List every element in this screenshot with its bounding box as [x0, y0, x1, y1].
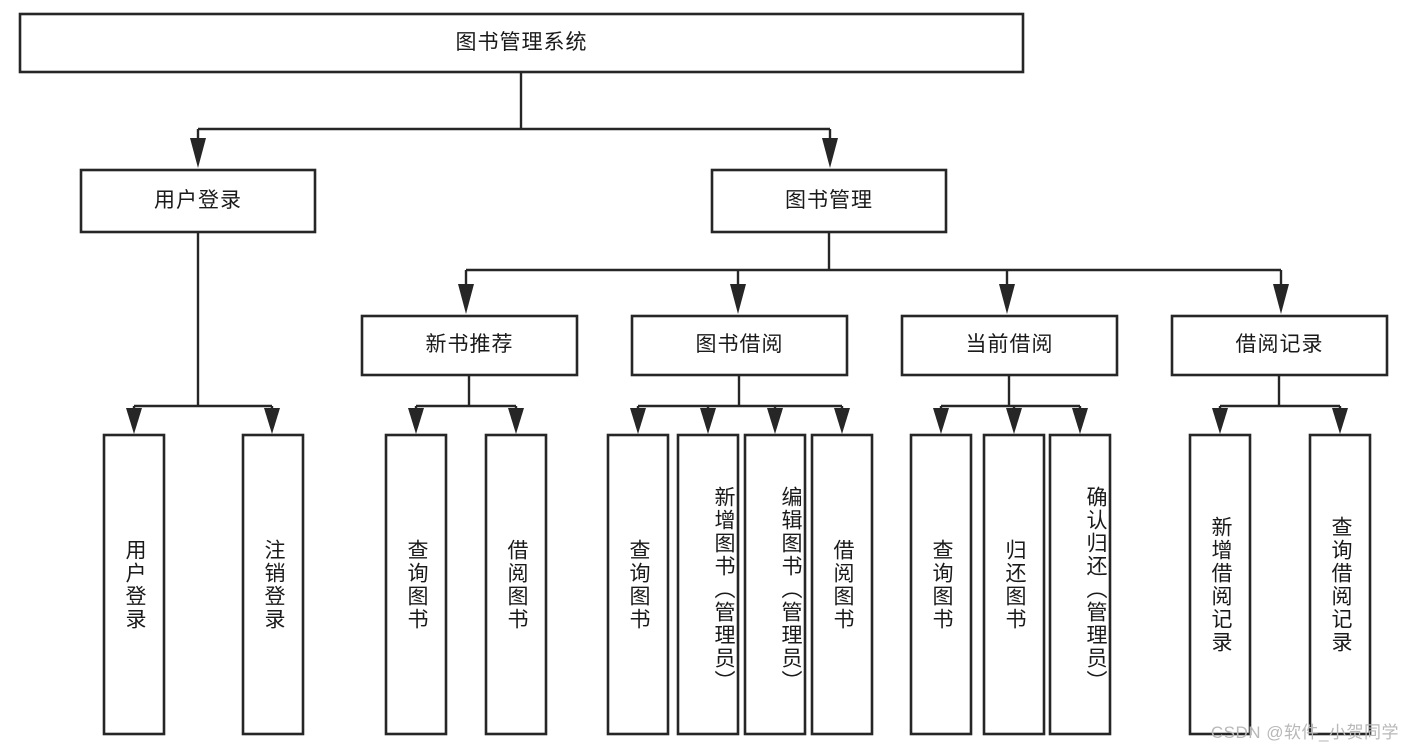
node-box-leaf-borrow-book-rec[interactable]	[484, 433, 548, 736]
arrow-head-icon	[126, 408, 142, 434]
arrow-head-icon	[1212, 408, 1228, 434]
node-box-borrow-record[interactable]	[1170, 314, 1389, 377]
node-box-leaf-query-book-rec[interactable]	[384, 433, 448, 736]
node-box-leaf-return-book[interactable]	[982, 433, 1046, 736]
node-box-leaf-user-login[interactable]	[102, 433, 166, 736]
arrow-head-icon	[999, 284, 1015, 314]
node-box-new-book-rec[interactable]	[360, 314, 579, 377]
arrow-head-icon	[190, 138, 206, 168]
node-box-leaf-query-book-cur[interactable]	[909, 433, 973, 736]
connector-currentborrow-to-leaves	[933, 375, 1088, 434]
arrow-head-icon	[730, 284, 746, 314]
connector-root-to-level2	[190, 72, 838, 168]
node-box-user-login[interactable]	[79, 168, 317, 234]
arrow-head-icon	[408, 408, 424, 434]
node-box-leaf-logout[interactable]	[241, 433, 305, 736]
connector-bookmanage-to-level3	[458, 232, 1289, 314]
node-box-book-borrow[interactable]	[630, 314, 849, 377]
arrow-head-icon	[630, 408, 646, 434]
connector-borrowrecord-to-leaves	[1212, 375, 1348, 434]
arrow-head-icon	[933, 408, 949, 434]
node-box-leaf-add-book[interactable]	[676, 433, 740, 736]
arrow-head-icon	[700, 408, 716, 434]
arrow-head-icon	[767, 408, 783, 434]
arrow-head-icon	[1273, 284, 1289, 314]
arrow-head-icon	[458, 284, 474, 314]
arrow-head-icon	[822, 138, 838, 168]
node-box-leaf-edit-book[interactable]	[743, 433, 807, 736]
connector-newbook-to-leaves	[408, 375, 524, 434]
node-box-book-manage[interactable]	[710, 168, 948, 234]
node-box-leaf-add-record[interactable]	[1188, 433, 1252, 736]
arrow-head-icon	[1332, 408, 1348, 434]
arrow-head-icon	[834, 408, 850, 434]
connector-userlogin-to-leaves	[126, 232, 280, 434]
node-box-leaf-borrow-book[interactable]	[810, 433, 874, 736]
node-box-leaf-confirm-return[interactable]	[1048, 433, 1112, 736]
connector-bookborrow-to-leaves	[630, 375, 850, 434]
arrow-head-icon	[1006, 408, 1022, 434]
node-box-current-borrow[interactable]	[900, 314, 1119, 377]
node-box-root[interactable]	[18, 12, 1025, 74]
arrow-head-icon	[508, 408, 524, 434]
arrow-head-icon	[1072, 408, 1088, 434]
node-box-leaf-query-record[interactable]	[1308, 433, 1372, 736]
node-box-leaf-query-book-borrow[interactable]	[606, 433, 670, 736]
arrow-head-icon	[264, 408, 280, 434]
